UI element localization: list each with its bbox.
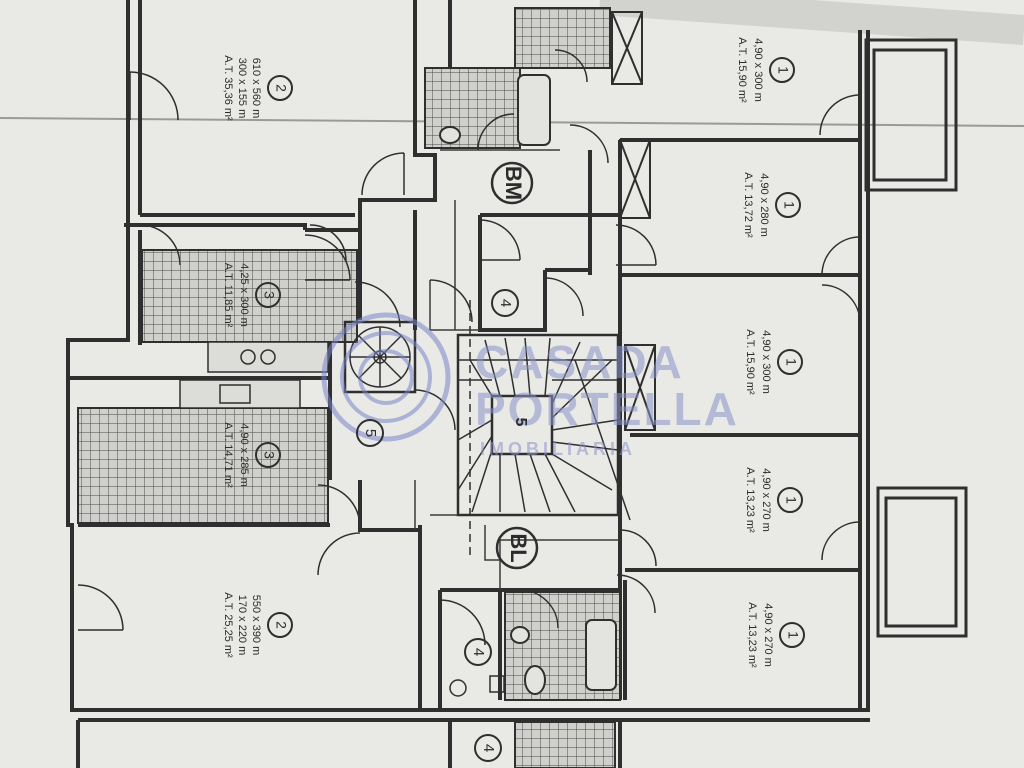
room-number-circle: [777, 349, 803, 375]
kitchen-counters: [179, 341, 329, 409]
room-labels: 1 4,90 x 300 m A.T. 15,90 m² 1 4,90 x 280 m A…: [222, 37, 805, 668]
room-area: A.T. 14,71 m²: [222, 422, 234, 488]
room-number: 3: [261, 291, 277, 299]
watermark-line3: IMOBILIARIA: [480, 439, 636, 459]
marker-bl: BL: [506, 533, 531, 562]
tiled-kitchen-lower: [77, 407, 329, 524]
door-swings: [77, 49, 861, 646]
room-dimensions-secondary: 170 x 220 m: [236, 595, 248, 656]
room-number: 1: [783, 496, 799, 504]
marker-5-stair: 5: [512, 418, 529, 427]
room-number: 1: [785, 631, 801, 639]
room-dimensions: 4,90 x 285 m: [238, 423, 250, 487]
room-dimensions: 4,25 x 300 m: [238, 263, 250, 327]
room-label-r1c: 1 4,90 x 300 m A.T. 15,90 m²: [744, 329, 803, 395]
room-number-circle: [779, 622, 805, 648]
room-number-circle: [769, 57, 795, 83]
room-area: A.T. 15,90 m²: [736, 37, 748, 103]
watermark-line2: PORTELLA: [475, 383, 739, 435]
bath-fixtures: [439, 11, 656, 695]
room-label-r3b: 3 4,90 x 285 m A.T. 14,71 m²: [222, 422, 281, 488]
room-area: A.T. 13,72 m²: [742, 172, 754, 238]
room-number-circle: [267, 612, 293, 638]
room-number-circle: [775, 192, 801, 218]
marker-4-bottom: 4: [480, 744, 497, 752]
room-dimensions: 4,90 x 300 m: [752, 38, 764, 102]
watermark: CASADA PORTELLA IMOBILIARIA: [321, 312, 739, 459]
room-label-r1d: 1 4,90 x 270 m A.T. 13,23 m²: [744, 467, 803, 533]
room-label-r1a: 1 4,90 x 300 m A.T. 15,90 m²: [736, 37, 795, 103]
marker-5-spiral: 5: [362, 429, 379, 437]
room-area: A.T. 13,23 m²: [744, 467, 756, 533]
room-number: 1: [775, 66, 791, 74]
room-label-r1b: 1 4,90 x 280 m A.T. 13,72 m²: [742, 172, 801, 238]
room-number-circle: [777, 487, 803, 513]
room-dimensions: 4,90 x 280 m: [758, 173, 770, 237]
room-area: A.T. 15,90 m²: [744, 329, 756, 395]
room-number: 1: [783, 358, 799, 366]
tiled-kitchen-upper: [141, 249, 358, 343]
service-fixtures: [449, 675, 505, 697]
room-dimensions-secondary: 300 x 155 m: [236, 58, 248, 119]
room-area: A.T. 13,23 m²: [746, 602, 758, 668]
room-dimensions: 610 x 560 m: [250, 58, 262, 119]
markers: BM BL 4 4 4 5 5: [356, 161, 539, 762]
room-label-r1e: 1 4,90 x 270 m A.T. 13,23 m²: [746, 602, 805, 668]
room-number-circle: [255, 282, 281, 308]
room-label-r3a: 3 4,25 x 300 m A.T. 11,85 m²: [222, 263, 281, 328]
watermark-line1: CASADA: [475, 336, 684, 388]
room-area: A.T. 35,36 m²: [222, 55, 234, 121]
room-number-circle: [255, 442, 281, 468]
staircase: [456, 300, 631, 560]
room-number-circle: [267, 75, 293, 101]
room-dimensions: 4,90 x 300 m: [760, 330, 772, 394]
paper-edge: [598, 0, 1024, 45]
room-area: A.T. 11,85 m²: [222, 263, 234, 328]
room-dimensions: 550 x 390 m: [250, 595, 262, 656]
balconies: [864, 38, 968, 638]
room-number: 1: [781, 201, 797, 209]
room-dimensions: 4,90 x 270 m: [760, 468, 772, 532]
room-number: 2: [273, 621, 289, 629]
room-dimensions: 4,90 x 270 m: [762, 603, 774, 667]
tiled-bathroom-far-bottom: [514, 721, 616, 768]
marker-bm: BM: [501, 166, 526, 200]
room-area: A.T. 25,25 m²: [222, 592, 234, 658]
tiled-bathroom-top-right: [514, 7, 611, 69]
room-number: 3: [261, 451, 277, 459]
room-number: 2: [273, 84, 289, 92]
marker-4-upper: 4: [497, 299, 514, 307]
marker-4-lower: 4: [470, 648, 487, 656]
